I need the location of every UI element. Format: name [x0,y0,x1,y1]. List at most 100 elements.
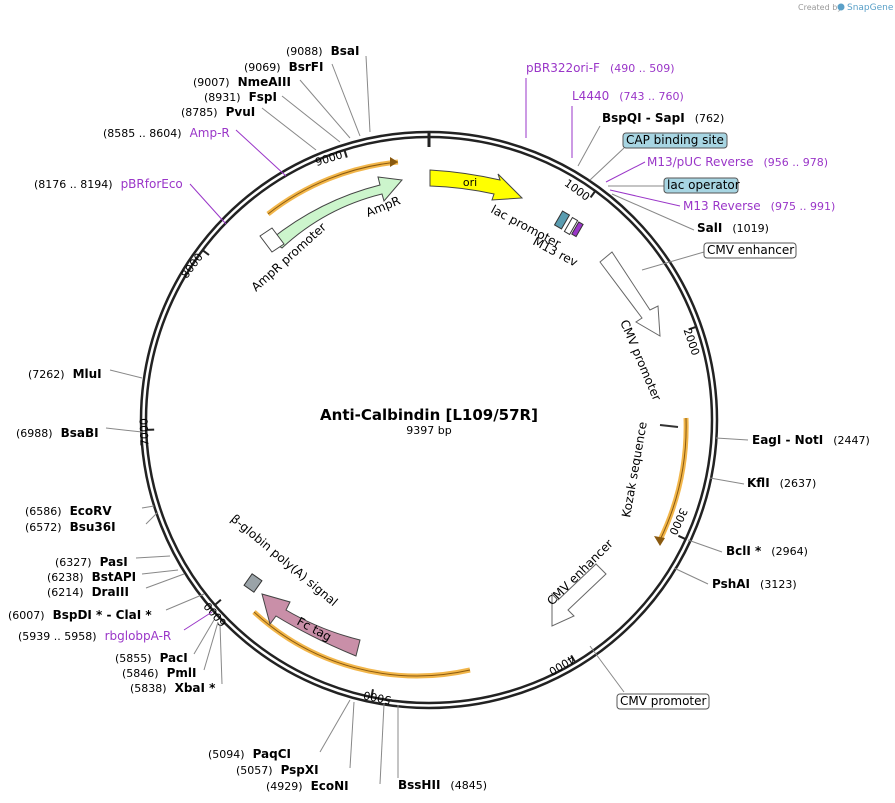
site-label[interactable]: (4929)EcoNI [266,779,349,793]
site-label[interactable]: (6214)DraIII [47,585,129,599]
site-name: (6586)EcoRV [25,504,112,518]
site-label[interactable]: KflI(2637) [747,476,816,490]
snapgene-logo-icon [837,3,845,11]
site-label[interactable]: (8176 .. 8194)pBRforEco [34,177,183,191]
site-label[interactable]: (6327)PasI [55,555,128,569]
site-label[interactable]: (9088)BsaI [286,44,359,58]
bglobin-polya-feature[interactable]: β-globin poly(A) signal [228,512,340,609]
site-label[interactable]: CMV enhancer [703,242,797,259]
site-label[interactable]: (5855)PacI [115,651,188,665]
site-label[interactable]: (9069)BsrFI [244,60,323,74]
site-labels: pBR322ori-F(490 .. 509) L4440(743 .. 760)… [8,44,870,793]
leader-line [299,79,351,139]
leader-line [145,573,185,589]
leader-line [189,183,227,225]
feature-box [663,177,739,194]
site-label[interactable]: (8931)FspI [204,90,277,104]
site-name: (6238)BstAPI [47,570,136,584]
leader-line [609,189,681,207]
cmv-enhancer-arrow-bottom[interactable]: CMV enhancer [544,536,616,627]
leader-line [687,539,723,553]
site-name: (9088)BsaI [286,44,359,58]
leader-line [379,703,385,785]
site-label[interactable]: BssHII(4845) [398,778,487,792]
tick-mark [343,149,348,158]
site-label[interactable]: (8785)PvuI [181,105,255,119]
site-name: pBR322ori-F(490 .. 509) [526,61,675,75]
ori-label: ori [463,176,477,189]
site-label[interactable]: CAP binding site [622,132,728,149]
site-label[interactable]: (5939 .. 5958)rbglobpA-R [18,629,171,643]
site-label[interactable]: (6572)Bsu36I [25,520,116,534]
leader-line [365,55,371,133]
site-name: EagI - NotI(2447) [752,433,870,447]
site-label[interactable]: (6988)BsaBI [16,426,99,440]
leader-line [109,369,143,379]
site-name: (5846)PmlI [122,666,196,680]
tick-mark [370,689,374,698]
tick-label: 5000 [362,688,392,706]
site-label[interactable]: M13/pUC Reverse(956 .. 978) [647,155,828,169]
site-label[interactable]: (6586)EcoRV [25,504,112,518]
site-label[interactable]: lac operator [663,177,740,194]
site-name: (8785)PvuI [181,105,255,119]
ori-feature[interactable]: ori [429,169,524,201]
leader-line [673,567,709,585]
leader-line [203,621,219,671]
site-label[interactable]: M13 Reverse(975 .. 991) [683,199,835,213]
site-name: (5057)PspXI [236,763,319,777]
site-name: PshAI(3123) [712,577,797,591]
site-label[interactable]: (5838)XbaI * [130,681,216,695]
site-name: (8176 .. 8194)pBRforEco [34,177,183,191]
leader-line [715,437,749,441]
site-name: L4440(743 .. 760) [572,89,684,103]
leader-line [183,611,213,631]
leader-line [261,107,317,151]
site-label[interactable]: pBR322ori-F(490 .. 509) [526,61,675,75]
site-name: KflI(2637) [747,476,816,490]
site-label[interactable]: (8585 .. 8604)Amp-R [103,126,230,140]
site-label[interactable]: BspQI - SapI(762) [602,111,724,125]
cmv-enhancer-arrow-top[interactable] [599,251,661,337]
site-label[interactable]: BclI *(2964) [726,544,808,558]
site-label[interactable]: PshAI(3123) [712,577,797,591]
leader-line [193,619,215,655]
leader-line [235,129,287,177]
tick-mark [570,654,577,663]
plasmid-backbone [139,130,719,710]
site-label[interactable]: SalI(1019) [697,221,769,235]
site-name: M13/pUC Reverse(956 .. 978) [647,155,828,169]
site-name: (9007)NmeAIII [193,75,291,89]
tick-mark [688,325,697,331]
site-name: M13 Reverse(975 .. 991) [683,199,835,213]
plasmid-length: 9397 bp [406,424,451,437]
tick-label: 7000 [138,418,152,446]
site-label[interactable]: L4440(743 .. 760) [572,89,684,103]
site-label[interactable]: (5846)PmlI [122,666,196,680]
site-label[interactable]: (6007)BspDI * - ClaI * [8,608,152,622]
site-label[interactable]: (7262)MluI [28,367,102,381]
site-name: (8931)FspI [204,90,277,104]
leader-line [281,95,341,143]
site-label[interactable]: (5057)PspXI [236,763,319,777]
ampr-feature[interactable]: AmpR [266,157,403,249]
site-label[interactable]: (6238)BstAPI [47,570,136,584]
site-label[interactable]: (5094)PaqCI [208,747,291,761]
leader-line [319,699,351,753]
tick-label: 4000 [546,652,577,678]
site-name: (5094)PaqCI [208,747,291,761]
site-label[interactable]: CMV promoter [616,693,710,710]
feature-box [622,132,728,149]
site-label[interactable]: EagI - NotI(2447) [752,433,870,447]
site-label[interactable]: (9007)NmeAIII [193,75,291,89]
leader-line [141,505,155,509]
site-name: (5939 .. 5958)rbglobpA-R [18,629,171,643]
leader-line [611,193,695,231]
leader-line [135,555,171,559]
site-name: (6988)BsaBI [16,426,99,440]
site-name: SalI(1019) [697,221,769,235]
leader-line [141,569,179,575]
tick-mark [202,249,210,256]
lac-promoter-feature[interactable]: lac promoter M13 rev [489,202,584,269]
